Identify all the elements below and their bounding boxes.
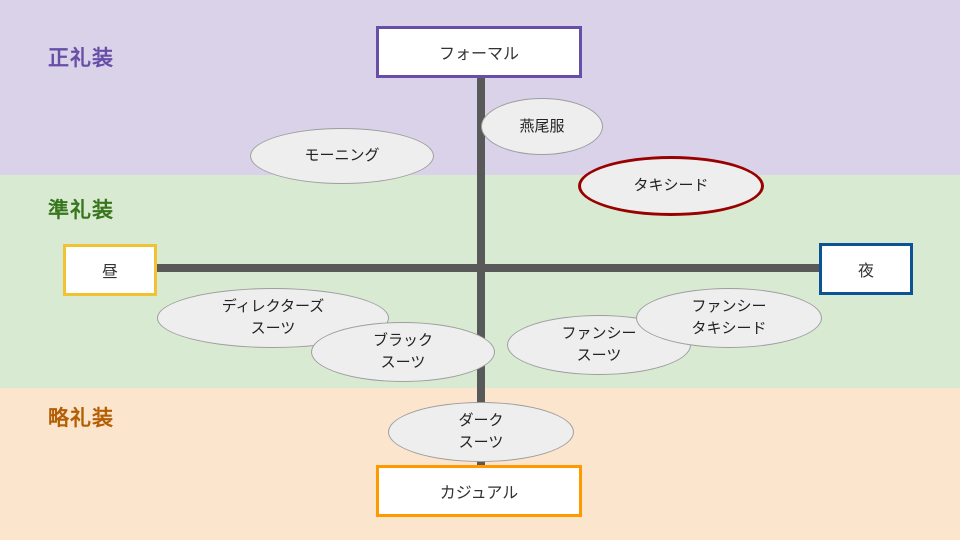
axis-top-formal-box: フォーマル <box>376 26 582 78</box>
casual-band-label: 略礼装 <box>48 406 114 430</box>
fancy-suit-ellipse: ファンシー スーツ <box>507 315 691 375</box>
morning-coat-ellipse: モーニング <box>250 128 434 184</box>
semi-formal-band-label: 準礼装 <box>48 198 114 222</box>
dark-suit-ellipse: ダーク スーツ <box>388 402 574 462</box>
formality-axis <box>477 78 485 466</box>
axis-right-night-box: 夜 <box>819 243 913 295</box>
axis-left-day-box: 昼 <box>63 244 157 296</box>
tailcoat-ellipse: 燕尾服 <box>481 98 603 155</box>
tuxedo-ellipse: タキシード <box>578 156 764 216</box>
fancy-tuxedo-ellipse: ファンシー タキシード <box>636 288 822 348</box>
formal-band-label: 正礼装 <box>48 46 114 70</box>
black-suit-ellipse: ブラック スーツ <box>311 322 495 382</box>
time-of-day-axis <box>156 264 822 272</box>
axis-bottom-casual-box: カジュアル <box>376 465 582 517</box>
